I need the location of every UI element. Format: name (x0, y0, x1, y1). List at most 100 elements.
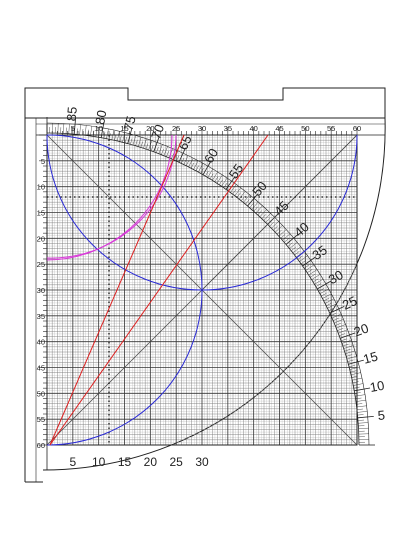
protractor-tick (326, 302, 332, 306)
protractor-tick (265, 218, 271, 223)
left-scale-ticks (39, 134, 47, 446)
left-scale-label: 35 (37, 312, 45, 321)
protractor-tick (163, 146, 168, 156)
protractor-tick (284, 238, 289, 243)
protractor-tick (334, 319, 344, 324)
protractor-tick (230, 184, 237, 193)
protractor-tick (109, 133, 111, 140)
protractor-tick (356, 405, 367, 408)
protractor-tick (350, 370, 357, 373)
protractor-tick (150, 145, 154, 151)
quarter-circle-edge (42, 117, 386, 471)
protractor-tick (282, 233, 291, 241)
protractor-tick (329, 306, 345, 314)
protractor-degree-label: 70 (148, 122, 167, 141)
protractor-tick (319, 288, 329, 294)
protractor-tick (351, 375, 358, 378)
protractor-tick (297, 255, 303, 260)
protractor-tick (143, 138, 147, 149)
top-scale-label: 15 (120, 124, 128, 133)
bottom-scale-label: 30 (195, 455, 209, 469)
protractor-tick (339, 333, 345, 336)
top-scale-label: 25 (172, 124, 180, 133)
protractor-tick (354, 387, 371, 392)
protractor-degree-label: 25 (340, 293, 359, 313)
left-scale-label: 50 (37, 389, 45, 398)
protractor-degree-label: 75 (121, 114, 139, 132)
protractor-tick (90, 126, 93, 137)
protractor-tick (135, 140, 138, 146)
protractor-tick (331, 313, 342, 319)
protractor-tick (349, 366, 360, 370)
top-scale-label: 30 (198, 124, 206, 133)
protractor-tick (349, 365, 355, 368)
protractor-tick (73, 118, 76, 135)
protractor-degree-label: 10 (369, 378, 386, 395)
magenta-arc-1 (46, 134, 173, 261)
protractor-tick (178, 147, 186, 163)
protractor-tick (124, 137, 127, 143)
protractor-tick (92, 130, 95, 137)
protractor-tick (261, 214, 267, 219)
protractor-tick (205, 170, 209, 177)
bottom-scale-label: 5 (69, 455, 76, 469)
protractor-tick (341, 338, 347, 342)
protractor-degree-label: 65 (175, 133, 195, 152)
protractor-tick (106, 128, 109, 139)
protractor-tick (188, 158, 194, 168)
protractor-tick (130, 138, 133, 145)
top-scale-label: 55 (327, 124, 335, 133)
protractor-tick (236, 192, 241, 198)
left-scale-label: 10 (37, 183, 45, 192)
protractor-tick (257, 210, 262, 216)
protractor-tick (87, 129, 89, 136)
protractor-tick (247, 193, 259, 207)
protractor-tick (190, 162, 195, 169)
left-scale-label: 30 (37, 286, 45, 295)
protractor-tick (249, 203, 254, 208)
protractor-tick (358, 427, 369, 429)
protractor-tick (263, 213, 271, 221)
protractor-tick (219, 179, 223, 185)
protractor-tick (322, 293, 332, 299)
protractor-tick (324, 298, 334, 304)
protractor-tick (343, 345, 354, 349)
protractor-tick (276, 230, 282, 235)
protractor-degree-label: 30 (326, 267, 346, 287)
protractor-tick (336, 324, 346, 329)
protractor-tick (79, 124, 81, 135)
protractor-tick (357, 414, 364, 416)
protractor-tick (100, 121, 105, 138)
protractor-tick (245, 199, 250, 205)
protractor-tick (202, 160, 212, 176)
protractor-tick (278, 229, 287, 237)
protractor-tick (243, 194, 250, 203)
protractor-tick (253, 206, 258, 212)
red-line-2 (49, 134, 269, 446)
protractor-tick (307, 269, 313, 273)
protractor-tick (84, 125, 87, 136)
protractor-tick (302, 256, 316, 267)
protractor-tick (356, 408, 363, 410)
protractor-tick (353, 383, 364, 386)
top-scale-label: 35 (224, 124, 232, 133)
protractor-tick (68, 123, 70, 134)
protractor-tick (341, 339, 352, 344)
protractor-tick (259, 209, 267, 217)
protractor-tick (166, 151, 169, 157)
protractor-degree-label: 85 (64, 106, 80, 122)
protractor-tick (321, 293, 327, 297)
protractor-tick (310, 273, 316, 278)
protractor-tick (186, 160, 190, 166)
protractor-tick (238, 191, 246, 200)
protractor-tick (330, 312, 337, 316)
red-line-1 (49, 134, 185, 446)
protractor-tick (304, 264, 310, 269)
bottom-scale-label: 25 (169, 455, 183, 469)
left-scale-label: 5 (41, 157, 45, 166)
